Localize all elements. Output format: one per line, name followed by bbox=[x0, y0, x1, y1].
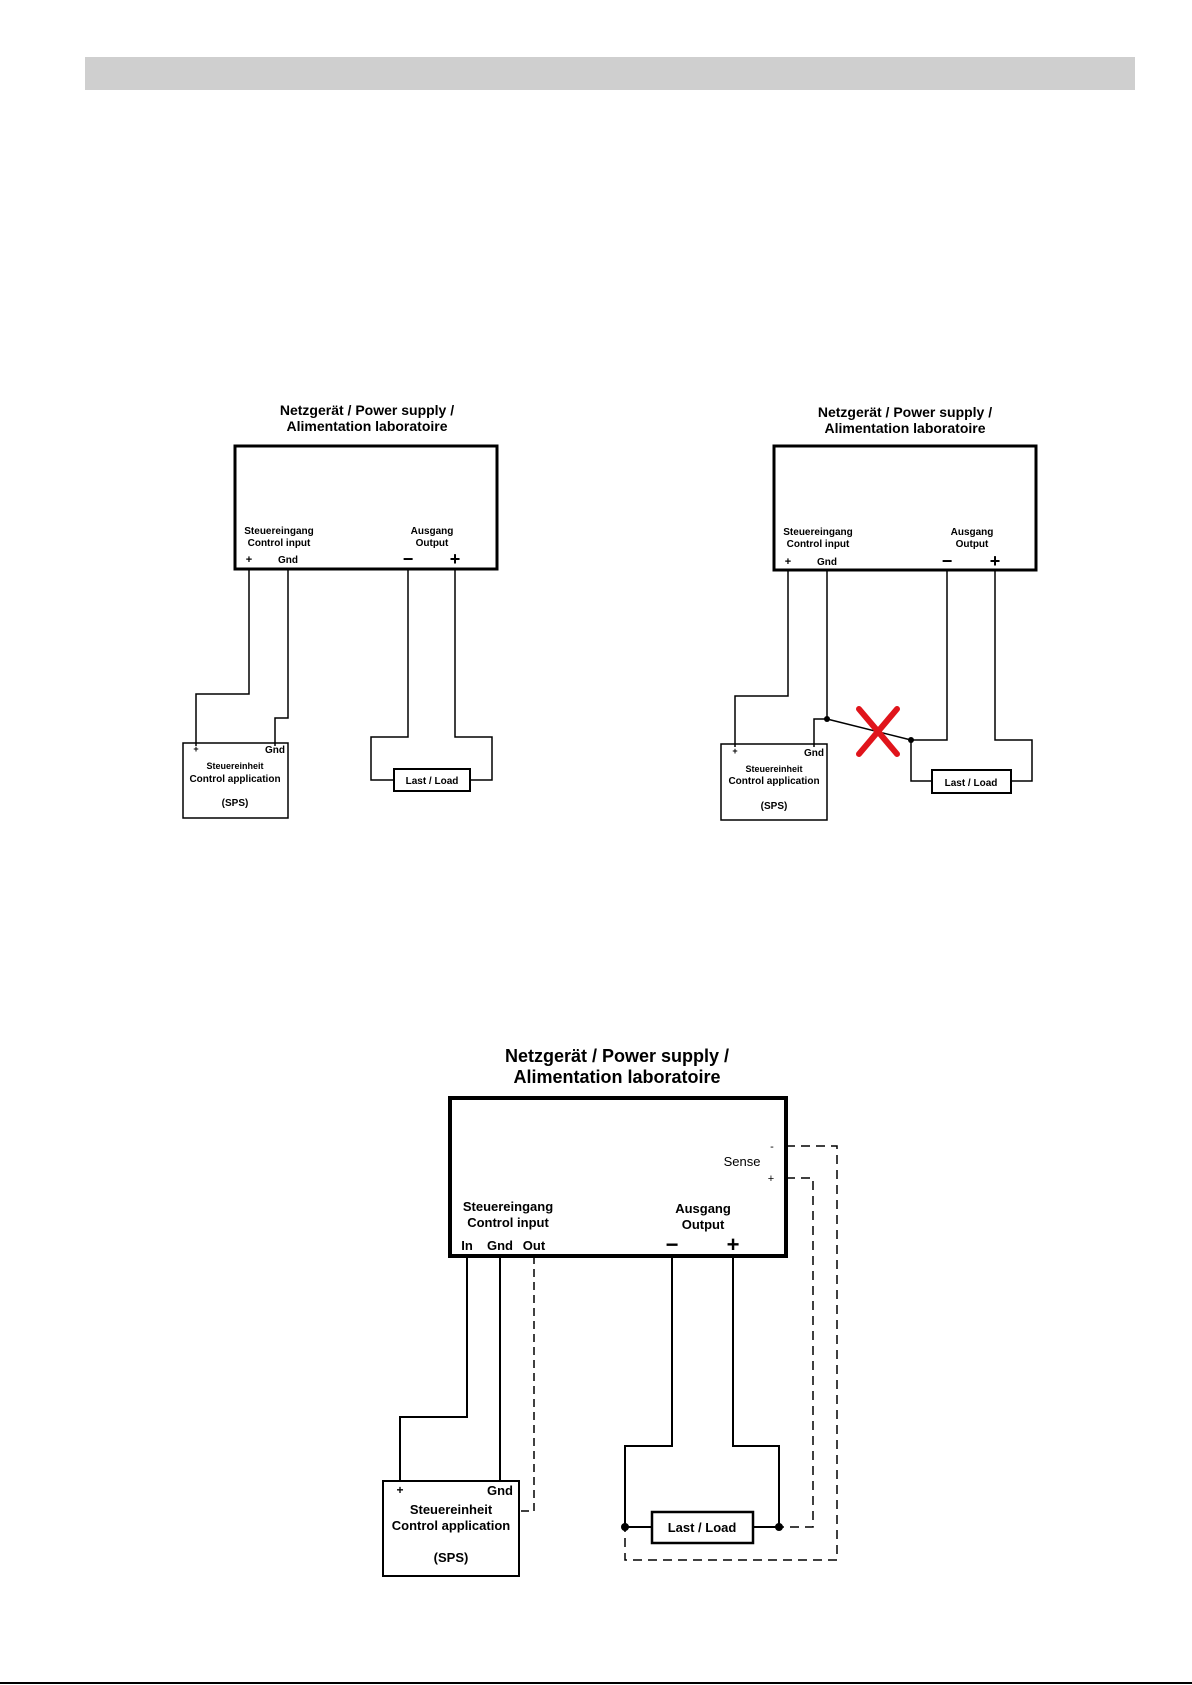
right-app-gnd: Gnd bbox=[804, 748, 824, 759]
right-app-sps: (SPS) bbox=[761, 801, 788, 812]
bottom-sense-minus: - bbox=[770, 1141, 774, 1153]
left-control-application-box bbox=[182, 742, 289, 819]
left-wire-control-gnd bbox=[274, 569, 289, 746]
left-app-sps: (SPS) bbox=[222, 798, 249, 809]
right-output-en: Output bbox=[956, 539, 989, 550]
right-title-line2: Alimentation laboratoire bbox=[824, 420, 985, 436]
bottom-power-supply-box bbox=[448, 1096, 788, 1258]
bottom-sense-plus: + bbox=[768, 1173, 774, 1185]
bottom-wire-control-out bbox=[519, 1256, 535, 1512]
bottom-app-sps: (SPS) bbox=[434, 1550, 469, 1565]
right-wire-control-plus bbox=[734, 570, 789, 747]
left-output-minus: − bbox=[403, 549, 414, 569]
header-bar bbox=[85, 57, 1135, 90]
bottom-sense-plus-wire bbox=[779, 1177, 814, 1528]
left-terminal-gnd: Gnd bbox=[278, 555, 298, 566]
left-control-input-en: Control input bbox=[248, 538, 311, 549]
right-control-input-en: Control input bbox=[787, 539, 850, 550]
bottom-output-minus: − bbox=[666, 1232, 679, 1257]
right-output-de: Ausgang bbox=[951, 527, 994, 538]
right-terminal-gnd: Gnd bbox=[817, 557, 837, 568]
footer-line bbox=[0, 1682, 1192, 1684]
bottom-app-de: Steuereinheit bbox=[410, 1502, 493, 1517]
bottom-wire-control-in bbox=[399, 1256, 468, 1481]
left-power-supply-box bbox=[233, 444, 499, 571]
left-load-box bbox=[393, 768, 471, 792]
bottom-app-plus: + bbox=[396, 1483, 403, 1497]
left-app-plus: + bbox=[193, 744, 198, 754]
left-output-plus: + bbox=[450, 549, 461, 569]
bottom-output-de: Ausgang bbox=[675, 1201, 731, 1216]
right-output-plus: + bbox=[990, 551, 1001, 571]
bottom-load-label: Last / Load bbox=[668, 1520, 737, 1535]
left-output-de: Ausgang bbox=[411, 526, 454, 537]
bottom-terminal-gnd: Gnd bbox=[487, 1238, 513, 1253]
bottom-control-input-de: Steuereingang bbox=[463, 1199, 553, 1214]
bottom-sense-label: Sense bbox=[724, 1154, 761, 1169]
diagram-left: Netzgerät / Power supply / Alimentation … bbox=[182, 402, 499, 819]
right-app-plus: + bbox=[732, 746, 737, 756]
left-app-en: Control application bbox=[189, 774, 280, 785]
right-wire-output-plus bbox=[994, 570, 1033, 782]
right-load-box bbox=[931, 769, 1012, 794]
right-control-input-de: Steuereingang bbox=[783, 527, 852, 538]
bottom-load-box bbox=[650, 1510, 755, 1545]
bottom-app-gnd: Gnd bbox=[487, 1483, 513, 1498]
left-terminal-plus: + bbox=[246, 554, 252, 566]
diagram-bottom: Netzgerät / Power supply / Alimentation … bbox=[382, 1046, 838, 1577]
right-control-application-box bbox=[720, 743, 828, 821]
left-app-de: Steuereinheit bbox=[206, 761, 263, 771]
right-title-line1: Netzgerät / Power supply / bbox=[818, 404, 992, 420]
left-title-line1: Netzgerät / Power supply / bbox=[280, 402, 454, 418]
bottom-sense-minus-wire bbox=[624, 1145, 838, 1561]
right-app-de: Steuereinheit bbox=[745, 764, 802, 774]
right-power-supply-box bbox=[772, 444, 1038, 572]
bottom-control-input-en: Control input bbox=[467, 1215, 549, 1230]
bottom-junction-load-minus bbox=[621, 1523, 629, 1531]
right-wire-gnd-to-app bbox=[813, 718, 827, 747]
bottom-terminal-out: Out bbox=[523, 1238, 546, 1253]
bottom-output-en: Output bbox=[682, 1217, 725, 1232]
bottom-title-line2: Alimentation laboratoire bbox=[513, 1067, 720, 1087]
right-wire-forbidden bbox=[826, 718, 912, 741]
bottom-wire-output-plus bbox=[732, 1256, 780, 1528]
left-title-line2: Alimentation laboratoire bbox=[286, 418, 447, 434]
left-control-input-de: Steuereingang bbox=[244, 526, 313, 537]
bottom-wire-output-minus bbox=[624, 1256, 673, 1528]
right-output-minus: − bbox=[942, 551, 953, 571]
left-output-en: Output bbox=[416, 538, 449, 549]
bottom-title-line1: Netzgerät / Power supply / bbox=[505, 1046, 729, 1066]
bottom-output-plus: + bbox=[727, 1232, 740, 1257]
left-app-gnd: Gnd bbox=[265, 745, 285, 756]
left-wire-output-plus bbox=[454, 569, 493, 781]
bottom-junction-load-plus bbox=[775, 1523, 783, 1531]
bottom-control-application-box bbox=[382, 1480, 520, 1577]
right-load-label: Last / Load bbox=[945, 778, 998, 789]
bottom-app-en: Control application bbox=[392, 1518, 511, 1533]
right-app-en: Control application bbox=[728, 776, 819, 787]
right-wire-output-minus bbox=[910, 570, 948, 782]
left-wire-output-minus bbox=[370, 569, 409, 781]
left-wire-control-plus bbox=[195, 569, 250, 746]
left-load-label: Last / Load bbox=[406, 776, 459, 787]
diagram-right: Netzgerät / Power supply / Alimentation … bbox=[720, 404, 1038, 821]
bottom-terminal-in: In bbox=[461, 1238, 473, 1253]
right-cross-mark-b bbox=[856, 706, 900, 757]
right-terminal-plus: + bbox=[785, 556, 791, 568]
